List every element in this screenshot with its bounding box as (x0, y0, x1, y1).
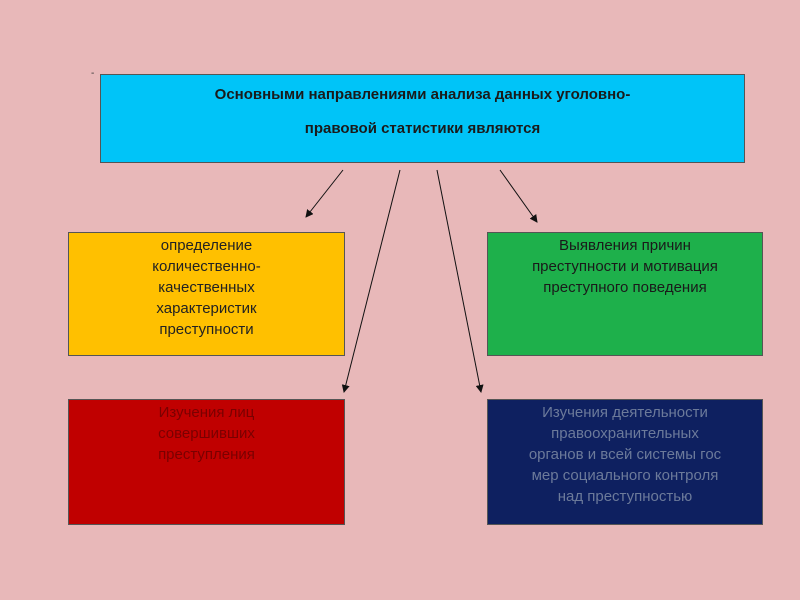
box-text-line: мер социального контроля (531, 467, 719, 484)
box-text-line: правоохранительных (551, 425, 699, 442)
box-text-line: Изучения деятельности (542, 404, 708, 421)
arrow-to-top-right (499, 169, 538, 223)
box-text-line: определение (160, 237, 253, 254)
arrow-to-bottom-right (436, 169, 484, 393)
title-box: Основными направлениями анализа данных у… (100, 74, 745, 163)
box-text-line: характеристик (156, 300, 257, 317)
box-text-line: преступления (158, 446, 255, 463)
box-text-line: качественных (158, 279, 255, 296)
box-text-line: органов и всей системы гос (528, 446, 722, 463)
box-text-line: преступности и мотивация (532, 258, 718, 275)
box-text-line: Выявления причин (559, 237, 691, 254)
box-text-line: преступного поведения (543, 279, 707, 296)
box-quantitative-characteristics: определение количественно- качественных … (68, 232, 345, 356)
decorative-dot: - (91, 68, 95, 79)
title-line-2: правовой статистики являются (304, 120, 541, 137)
box-text-line: Изучения лиц (158, 404, 255, 421)
box-law-enforcement-study: Изучения деятельности правоохранительных… (487, 399, 763, 525)
box-text-line: преступности (159, 321, 254, 338)
title-line-1: Основными направлениями анализа данных у… (214, 86, 631, 103)
box-text-line: над преступностью (557, 488, 693, 505)
arrow-to-top-left (305, 169, 344, 218)
arrow-to-bottom-left (341, 169, 401, 393)
box-text-line: количественно- (152, 258, 261, 275)
box-causes-of-crime: Выявления причин преступности и мотиваци… (487, 232, 763, 356)
box-text-line: совершивших (158, 425, 255, 442)
box-offenders-study: Изучения лиц совершивших преступления (68, 399, 345, 525)
